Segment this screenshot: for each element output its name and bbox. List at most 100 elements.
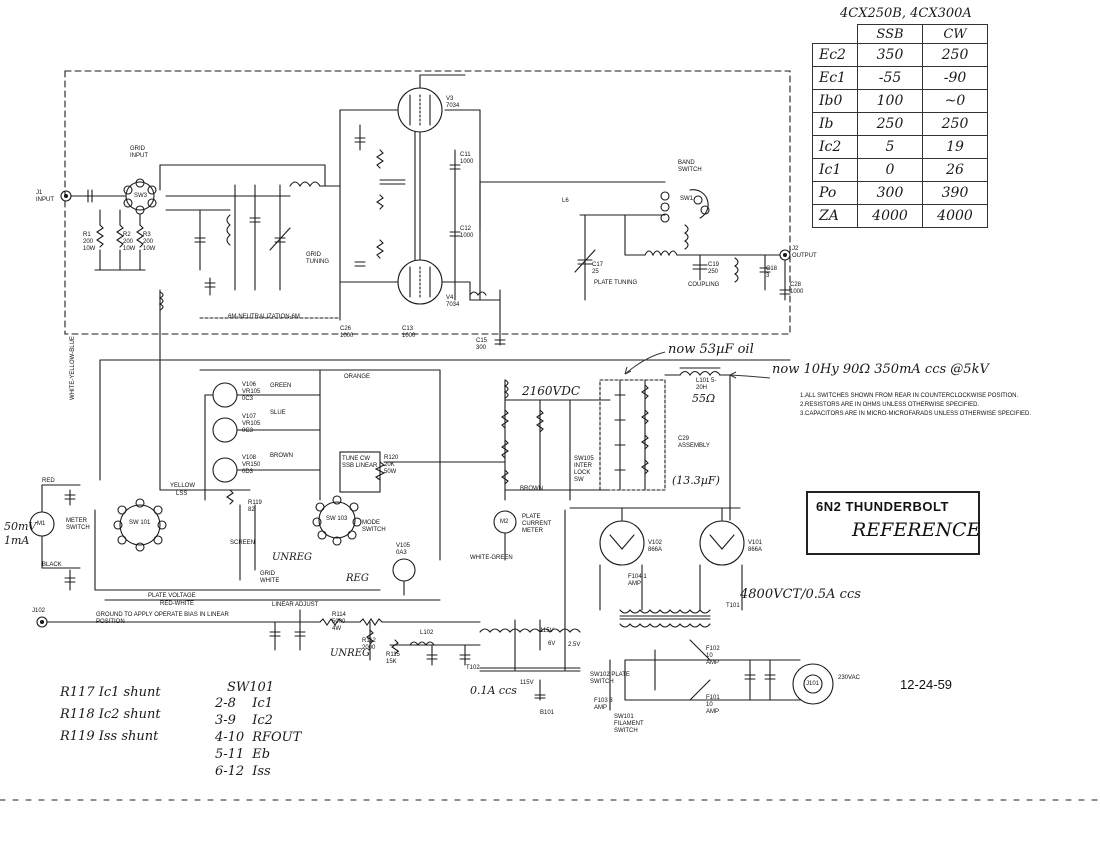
v115-label: 115V	[540, 628, 554, 634]
note-1: 1.ALL SWITCHES SHOWN FROM REAR IN COUNTE…	[800, 393, 1019, 399]
c17-label: C17 25	[592, 262, 604, 275]
band-switch-label: BAND SWITCH	[678, 160, 702, 173]
c19-label: C19 250	[708, 262, 720, 275]
bottom-115v-label: 115V	[520, 680, 534, 686]
l6-coil	[644, 250, 678, 257]
r2-label: R2 200 10W	[123, 232, 136, 252]
f104-label: F104 1 AMP	[628, 574, 647, 587]
c13-label: C13 1000	[402, 326, 416, 339]
vac-label: 230VAC	[838, 675, 860, 681]
r115-label: R115 15K	[386, 652, 400, 665]
v106-tube	[212, 382, 238, 408]
model-title: 6N2 THUNDERBOLT	[816, 499, 949, 514]
filament-switch-label: SW101 FILAMENT SWITCH	[614, 714, 644, 734]
choke-note: now 10Hy 90Ω 350mA ccs @5kV	[772, 362, 989, 377]
tube-table-header: 4CX250B, 4CX300A	[840, 6, 972, 21]
v105-label: V105 0A3	[396, 543, 411, 556]
r3-label: R3 200 10W	[143, 232, 156, 252]
r112-label: R112 2000	[362, 638, 376, 651]
l102-label: L102	[420, 630, 434, 636]
meter-note: 50mV 1mA	[4, 520, 37, 547]
col-ssb: SSB	[857, 24, 923, 44]
c12-label: C12 1000	[460, 226, 474, 239]
l101-choke	[679, 370, 721, 376]
shunt-note: R118 Ic2 shunt	[60, 707, 161, 722]
r1-label: R1 200 10W	[83, 232, 96, 252]
note-3: 3.CAPACITORS ARE IN MICRO-MICROFARADS UN…	[800, 411, 1032, 417]
title-block: 6N2 THUNDERBOLT REFERENCE	[806, 491, 980, 555]
reg-label: REG	[346, 573, 369, 584]
white-green-wire-label: WHITE-GREEN	[470, 555, 513, 561]
neutralization-label: 6M-NEUTRALIZATION-6M	[228, 314, 300, 320]
v101-tube	[699, 520, 745, 566]
l102-choke	[409, 641, 435, 646]
c26-label: C26 1000	[340, 326, 354, 339]
lss-label: LSS	[176, 491, 188, 497]
r119-label: R119 82	[248, 500, 262, 513]
v107-tube	[212, 417, 238, 443]
reference-stamp: REFERENCE	[852, 519, 981, 541]
cap-note: now 53µF oil	[668, 342, 754, 357]
v3-label: V3 7034	[446, 96, 460, 109]
c28-label: C28 1000	[790, 282, 804, 295]
r114-label: R114 5000 4W	[332, 612, 346, 632]
ssl-note: 55Ω	[692, 392, 716, 405]
m2-label: M2	[500, 519, 509, 525]
v102-label: V102 866A	[648, 540, 663, 553]
l6-label: L6	[562, 198, 569, 204]
j1-label: J1 INPUT	[36, 190, 54, 203]
mode-switch-sw103	[318, 501, 356, 539]
r120-label: R120 20K 50W	[384, 455, 399, 475]
shunt-note: R117 Ic1 shunt	[60, 685, 161, 700]
screen-label: SCREEN	[230, 540, 256, 546]
ground-note-label: GROUND TO APPLY OPERATE BIAS IN LINEAR P…	[96, 612, 229, 625]
c18-label: C18 3	[766, 266, 778, 279]
sw3-label: SW3	[134, 193, 148, 199]
meter-switch-label: METER SWITCH	[66, 518, 90, 531]
v108-tube	[212, 457, 238, 483]
slue-wire-label: SLUE	[270, 410, 286, 416]
l101-label: L101 5-20H	[696, 378, 717, 391]
grid-input-label: GRID INPUT	[130, 146, 148, 159]
shunt-notes: R117 Ic1 shunt R118 Ic2 shunt R119 Iss s…	[60, 682, 161, 748]
v108-label: V108 VR150 0D3	[242, 455, 261, 475]
sw1-wiper	[689, 189, 709, 219]
xfmr-note: 4800VCT/0.5A ccs	[740, 587, 861, 602]
c29-label: C29 ASSEMBLY	[678, 436, 710, 449]
meter-switch-sw101	[119, 504, 161, 546]
plate-switch-label: SW102 PLATE SWITCH	[590, 672, 630, 685]
v6-label: 6V	[548, 641, 556, 647]
notes-block: 1.ALL SWITCHES SHOWN FROM REAR IN COUNTE…	[800, 393, 1050, 420]
sw103-label: SW 103	[326, 516, 348, 522]
f103-label: F103 3 AMP	[594, 698, 613, 711]
v25-label: 2.5V	[568, 642, 581, 648]
plate-voltage-label: PLATE VOLTAGE	[148, 593, 196, 599]
sw101-label: SW 101	[129, 520, 151, 526]
j2-label: J2 OUTPUT	[792, 246, 817, 259]
black-wire-label: BLACK	[42, 562, 62, 568]
grid-tuning-label: GRID TUNING	[306, 252, 329, 265]
orange-wire-label: ORANGE	[344, 374, 371, 380]
t101-transformer	[619, 609, 711, 614]
sw1-label: SW1	[680, 196, 694, 202]
l1-coil	[289, 181, 321, 188]
switch-title: SW101	[227, 680, 275, 695]
v105-tube	[392, 558, 416, 582]
sw3-switch	[125, 181, 155, 211]
plate-tuning-label: PLATE TUNING	[594, 280, 638, 286]
c29-assembly	[599, 379, 666, 491]
grid-white-label: GRID WHITE	[260, 571, 280, 584]
red-wire-label: RED	[42, 478, 55, 484]
j101-connector	[792, 663, 834, 705]
